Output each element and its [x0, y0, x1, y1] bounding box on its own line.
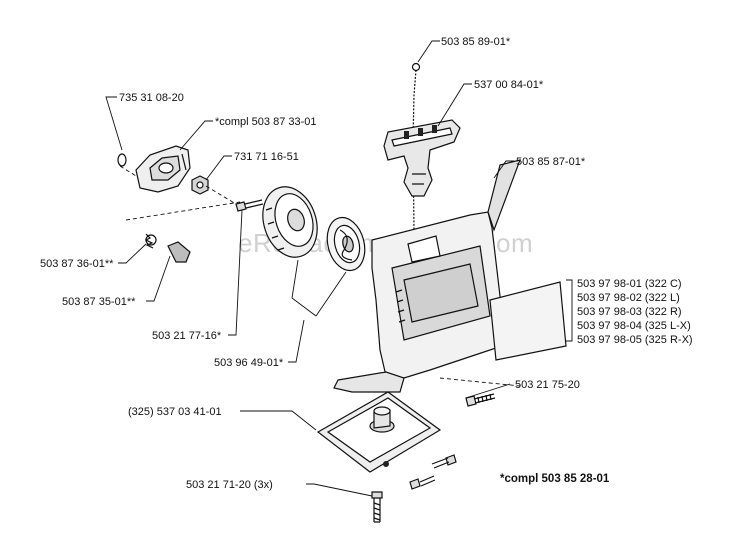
- leader-lines: [105, 40, 573, 497]
- label-503217716: 503 21 77-16*: [152, 330, 222, 342]
- label-compl503852801: *compl 503 85 28-01: [500, 473, 610, 485]
- variant-item: 503 97 98-02 (322 L): [577, 292, 680, 304]
- label-503873501: 503 87 35-01**: [62, 296, 136, 308]
- label-735310820: 735 31 08-20: [119, 92, 184, 104]
- decal-part: [489, 281, 567, 361]
- rope-pulley-part: [262, 186, 318, 258]
- variant-list: 503 97 98-01 (322 C) 503 97 98-02 (322 L…: [577, 278, 693, 346]
- pawl-part: [167, 241, 191, 263]
- spring-cassette-part: [326, 216, 366, 272]
- label-325-537034101: (325) 537 03 41-01: [128, 406, 222, 418]
- screw-503217520-part: [465, 393, 496, 407]
- screw-503217716-part: [235, 199, 264, 212]
- label-503858701: 503 85 87-01*: [516, 156, 586, 168]
- label-503217520: 503 21 75-20: [515, 379, 580, 391]
- bottom-plate-part: [316, 391, 442, 473]
- nut-part: [191, 175, 209, 195]
- variant-item: 503 97 98-03 (322 R): [577, 306, 682, 318]
- variant-item: 503 97 98-04 (325 L-X): [577, 320, 691, 332]
- variant-item: 503 97 98-01 (322 C): [577, 278, 682, 290]
- screw-503217120-part: [371, 454, 457, 523]
- label-compl503873301: *compl 503 87 33-01: [215, 116, 317, 128]
- label-503964901: 503 96 49-01*: [214, 357, 284, 369]
- variant-item: 503 97 98-05 (325 R-X): [577, 334, 693, 346]
- label-503217120: 503 21 71-20 (3x): [186, 479, 273, 491]
- label-731711651: 731 71 16-51: [234, 151, 299, 163]
- starter-cover-part: [333, 159, 521, 393]
- label-537008401: 537 00 84-01*: [474, 79, 544, 91]
- label-503873601: 503 87 36-01**: [40, 258, 114, 270]
- spring-part: [144, 233, 157, 249]
- washer-part: [117, 153, 127, 167]
- label-503858901: 503 85 89-01*: [441, 36, 511, 48]
- starter-handle-part: [383, 62, 461, 231]
- pawl-cover-part: [135, 145, 191, 193]
